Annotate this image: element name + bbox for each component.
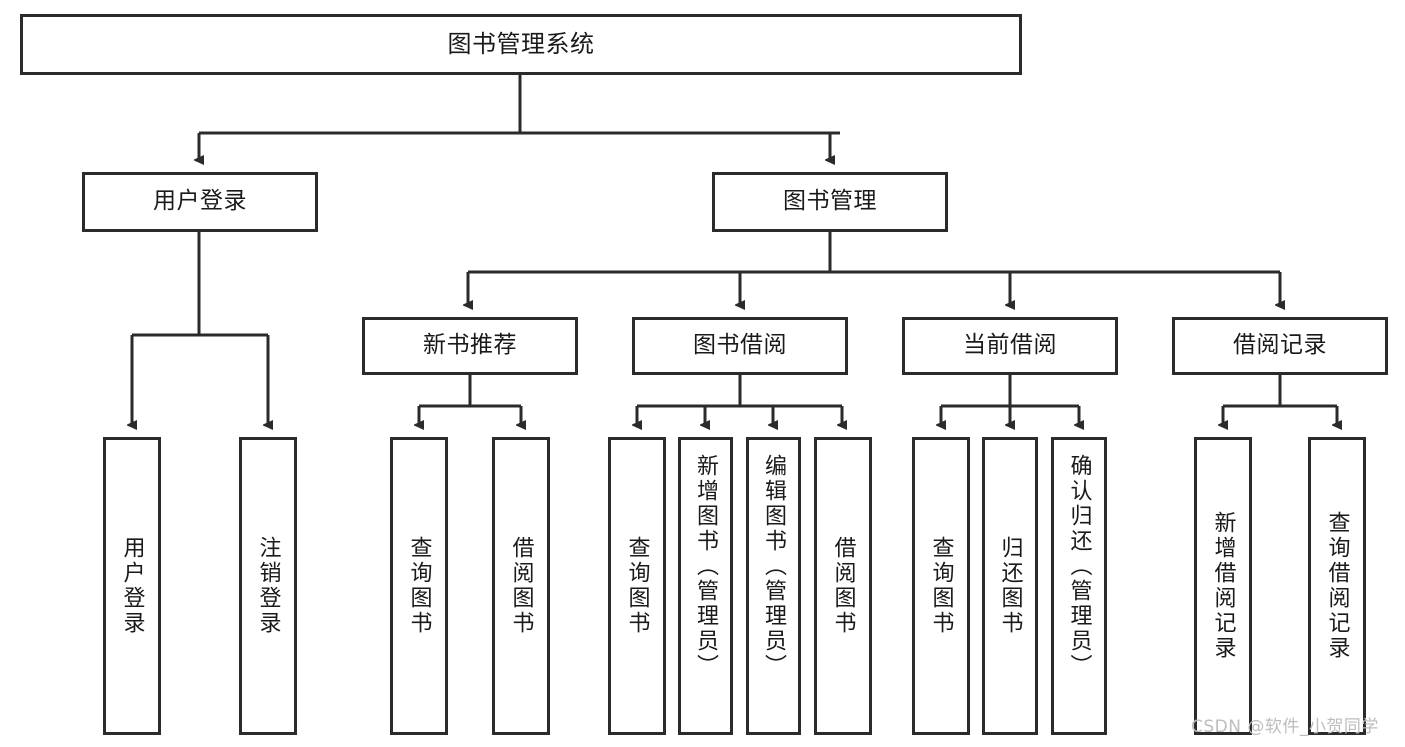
node-label: 用户登录 <box>153 188 247 215</box>
node-root-system[interactable]: 图书管理系统 <box>20 14 1022 75</box>
leaf-current-return-book[interactable]: 归还图书 <box>982 437 1038 735</box>
node-current-borrow[interactable]: 当前借阅 <box>902 317 1118 375</box>
node-label: 借阅图书 <box>830 536 856 636</box>
node-label: 确认归还（管理员） <box>1066 454 1092 679</box>
node-label: 新增借阅记录 <box>1210 511 1236 661</box>
node-label: 新增图书（管理员） <box>693 454 719 679</box>
node-label: 当前借阅 <box>963 332 1057 359</box>
node-label: 查询图书 <box>406 536 432 636</box>
node-label: 图书借阅 <box>693 332 787 359</box>
node-label: 图书管理 <box>783 188 877 215</box>
node-label: 图书管理系统 <box>447 30 595 59</box>
leaf-current-confirm-return[interactable]: 确认归还（管理员） <box>1051 437 1107 735</box>
leaf-records-add-record[interactable]: 新增借阅记录 <box>1194 437 1252 735</box>
node-label: 注销登录 <box>255 536 281 636</box>
node-borrow-records[interactable]: 借阅记录 <box>1172 317 1388 375</box>
leaf-borrow-borrow-book[interactable]: 借阅图书 <box>814 437 872 735</box>
node-book-management[interactable]: 图书管理 <box>712 172 948 232</box>
leaf-borrow-query-book[interactable]: 查询图书 <box>608 437 666 735</box>
node-label: 新书推荐 <box>423 332 517 359</box>
leaf-records-query-record[interactable]: 查询借阅记录 <box>1308 437 1366 735</box>
leaf-current-query-book[interactable]: 查询图书 <box>912 437 970 735</box>
leaf-borrow-edit-book[interactable]: 编辑图书（管理员） <box>746 437 801 735</box>
node-user-login[interactable]: 用户登录 <box>82 172 318 232</box>
leaf-borrow-add-book[interactable]: 新增图书（管理员） <box>678 437 733 735</box>
node-label: 借阅图书 <box>508 536 534 636</box>
leaf-user-login-login[interactable]: 用户登录 <box>103 437 161 735</box>
node-label: 查询图书 <box>624 536 650 636</box>
node-label: 借阅记录 <box>1233 332 1327 359</box>
node-book-borrow[interactable]: 图书借阅 <box>632 317 848 375</box>
leaf-user-login-logout[interactable]: 注销登录 <box>239 437 297 735</box>
leaf-new-book-query[interactable]: 查询图书 <box>390 437 448 735</box>
node-new-book-recommend[interactable]: 新书推荐 <box>362 317 578 375</box>
node-label: 编辑图书（管理员） <box>761 454 787 679</box>
leaf-new-book-borrow[interactable]: 借阅图书 <box>492 437 550 735</box>
node-label: 查询借阅记录 <box>1324 511 1350 661</box>
node-label: 查询图书 <box>928 536 954 636</box>
node-label: 归还图书 <box>997 536 1023 636</box>
node-label: 用户登录 <box>119 536 145 636</box>
